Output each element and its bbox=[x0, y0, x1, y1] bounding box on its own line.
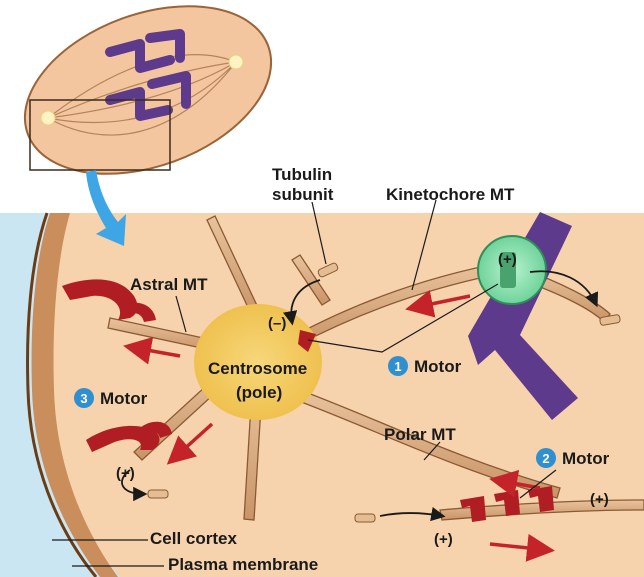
polar-mt-label: Polar MT bbox=[384, 425, 456, 444]
motor-callout-2: 2 Motor bbox=[536, 448, 610, 468]
astral-plus-label: (+) bbox=[116, 465, 135, 482]
inset-pole-left bbox=[41, 111, 55, 125]
inset-cell bbox=[2, 0, 295, 246]
motor-callout-3: 3 Motor bbox=[74, 388, 148, 408]
tubulin-subunit-d bbox=[355, 514, 375, 522]
callout-number-2: 2 bbox=[542, 451, 549, 466]
astral-mt-label: Astral MT bbox=[130, 275, 208, 294]
cell-cortex-label: Cell cortex bbox=[150, 529, 237, 548]
centrosome-label-line1: Centrosome bbox=[208, 359, 307, 378]
tubulin-label-line2: subunit bbox=[272, 185, 334, 204]
motor-1-label: Motor bbox=[414, 357, 462, 376]
motor-2-label: Motor bbox=[562, 449, 610, 468]
motor-callout-1: 1 Motor bbox=[388, 356, 462, 376]
polar-plus-right-label: (+) bbox=[590, 491, 609, 508]
minus-end-label: (–) bbox=[268, 315, 286, 332]
polar-plus-bottom-label: (+) bbox=[434, 531, 453, 548]
callout-number-3: 3 bbox=[80, 391, 87, 406]
tubulin-subunit-c bbox=[148, 490, 168, 498]
inset-cell-body bbox=[2, 0, 295, 205]
centrosome-label-line2: (pole) bbox=[236, 383, 282, 402]
tubulin-label-line1: Tubulin bbox=[272, 165, 332, 184]
inset-pole-right bbox=[229, 55, 243, 69]
motor-3-label: Motor bbox=[100, 389, 148, 408]
plasma-membrane-label: Plasma membrane bbox=[168, 555, 318, 574]
kinetochore-plus-label: (+) bbox=[498, 251, 517, 268]
callout-number-1: 1 bbox=[394, 359, 401, 374]
kinetochore-mt-label: Kinetochore MT bbox=[386, 185, 515, 204]
